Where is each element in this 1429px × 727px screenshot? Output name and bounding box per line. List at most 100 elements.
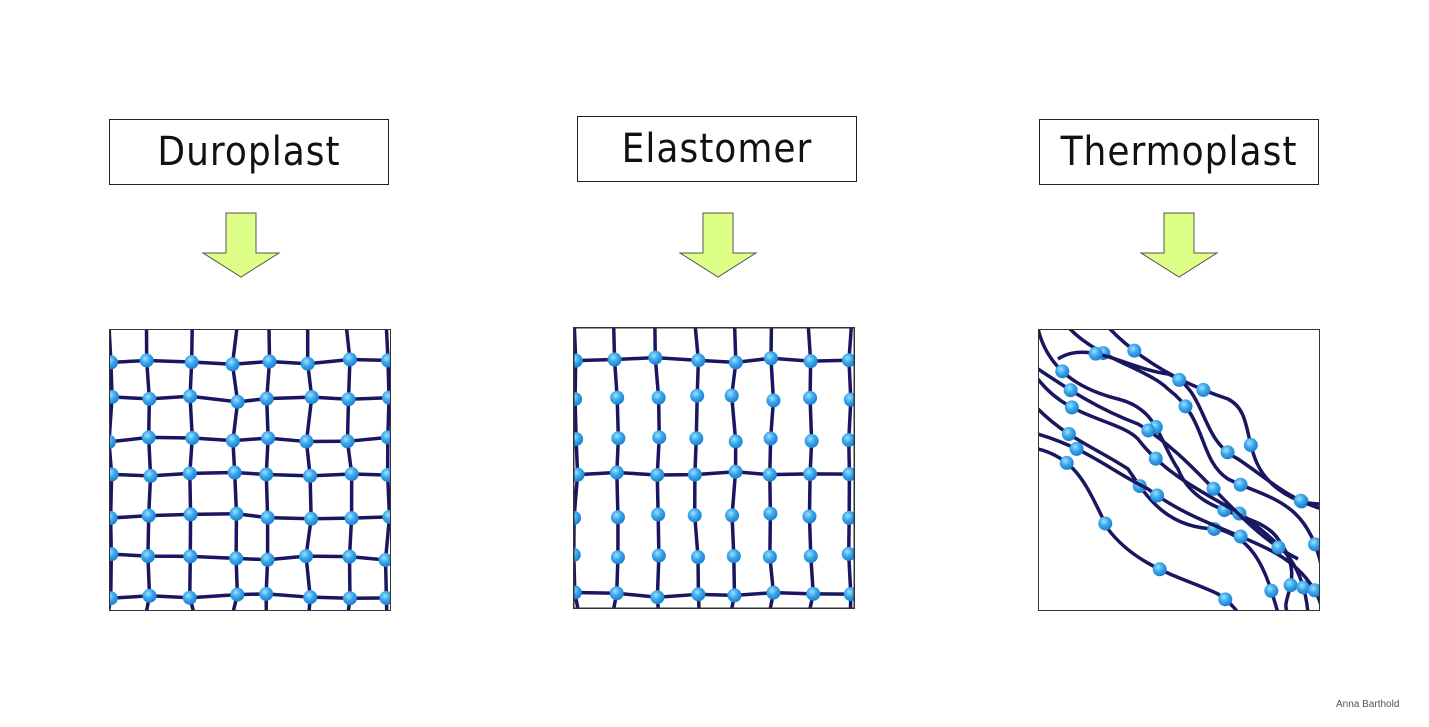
thermoplast-label-text: Thermoplast: [1060, 129, 1298, 175]
monomer-node: [728, 434, 743, 449]
monomer-node: [1196, 382, 1211, 397]
monomer-node: [1178, 399, 1193, 414]
monomer-node: [691, 550, 706, 565]
monomer-node: [803, 354, 818, 369]
monomer-node: [573, 353, 583, 368]
down-arrow-icon: [202, 212, 281, 278]
crosslink-chain: [109, 435, 391, 444]
monomer-node: [1271, 540, 1286, 555]
monomer-node: [650, 590, 665, 605]
monomer-node: [1243, 438, 1258, 453]
duroplast-label-text: Duroplast: [157, 129, 341, 175]
monomer-node: [1061, 427, 1076, 442]
monomer-node: [259, 391, 274, 406]
monomer-node: [344, 511, 359, 526]
monomer-node: [109, 434, 117, 449]
monomer-node: [842, 467, 855, 482]
monomer-node: [651, 548, 666, 563]
down-arrow-icon: [1140, 212, 1219, 278]
monomer-node: [1308, 537, 1320, 552]
monomer-node: [803, 390, 818, 405]
monomer-node: [342, 549, 357, 564]
monomer-node: [380, 467, 391, 482]
monomer-node: [261, 431, 276, 446]
monomer-node: [1293, 493, 1308, 508]
monomer-node: [724, 388, 739, 403]
monomer-node: [652, 430, 667, 445]
author-credit: Anna Barthold: [1336, 699, 1400, 710]
monomer-node: [141, 430, 156, 445]
monomer-node: [140, 549, 155, 564]
monomer-node: [109, 355, 118, 370]
monomer-node: [142, 391, 157, 406]
thermoplast-label: Thermoplast: [1039, 119, 1319, 185]
monomer-node: [804, 433, 819, 448]
polymer-chain: [1038, 432, 1320, 611]
monomer-node: [1088, 346, 1103, 361]
polymer-chain: [1067, 329, 1320, 569]
monomer-node: [109, 591, 118, 606]
crosslink-chain: [109, 512, 391, 521]
monomer-node: [183, 549, 198, 564]
monomer-node: [304, 511, 319, 526]
monomer-node: [184, 355, 199, 370]
monomer-node: [841, 546, 855, 561]
monomer-node: [1218, 592, 1233, 607]
monomer-node: [1233, 477, 1248, 492]
monomer-node: [382, 509, 391, 524]
monomer-node: [766, 585, 781, 600]
monomer-node: [142, 588, 157, 603]
monomer-node: [691, 587, 706, 602]
monomer-node: [304, 390, 319, 405]
monomer-node: [1206, 481, 1221, 496]
monomer-node: [299, 549, 314, 564]
monomer-node: [379, 590, 391, 605]
monomer-node: [610, 390, 625, 405]
monomer-node: [1233, 529, 1248, 544]
monomer-node: [259, 467, 274, 482]
monomer-node: [573, 467, 585, 482]
monomer-node: [573, 392, 583, 407]
monomer-node: [260, 552, 275, 567]
monomer-node: [691, 353, 706, 368]
thermoplast-structure-panel: [1038, 329, 1320, 611]
crosslink-chain: [573, 355, 855, 365]
monomer-node: [109, 467, 119, 482]
monomer-node: [650, 467, 665, 482]
monomer-node: [762, 467, 777, 482]
monomer-node: [342, 352, 357, 367]
monomer-node: [1296, 580, 1311, 595]
crosslink-chain: [109, 357, 391, 367]
crosslink-chain: [109, 394, 391, 404]
monomer-node: [227, 465, 242, 480]
monomer-node: [610, 550, 625, 565]
monomer-node: [225, 357, 240, 372]
monomer-node: [1264, 583, 1279, 598]
panel-border: [573, 327, 855, 609]
monomer-node: [229, 551, 244, 566]
polymer-chain: [1038, 329, 1294, 611]
monomer-node: [573, 432, 584, 447]
elastomer-label-text: Elastomer: [621, 126, 813, 172]
monomer-node: [728, 355, 743, 370]
monomer-node: [763, 351, 778, 366]
monomer-node: [803, 549, 818, 564]
monomer-node: [607, 352, 622, 367]
monomer-node: [609, 586, 624, 601]
monomer-node: [725, 508, 740, 523]
monomer-node: [687, 508, 702, 523]
monomer-node: [1148, 451, 1163, 466]
monomer-node: [766, 393, 781, 408]
monomer-node: [841, 353, 855, 368]
monomer-node: [1152, 562, 1167, 577]
monomer-node: [1069, 441, 1084, 456]
monomer-node: [182, 590, 197, 605]
monomer-node: [842, 510, 855, 525]
monomer-node: [380, 353, 391, 368]
monomer-node: [573, 547, 581, 562]
monomer-node: [1141, 423, 1156, 438]
monomer-node: [1307, 583, 1320, 598]
monomer-node: [648, 350, 663, 365]
monomer-node: [609, 465, 624, 480]
crosslink-chain: [573, 590, 855, 599]
